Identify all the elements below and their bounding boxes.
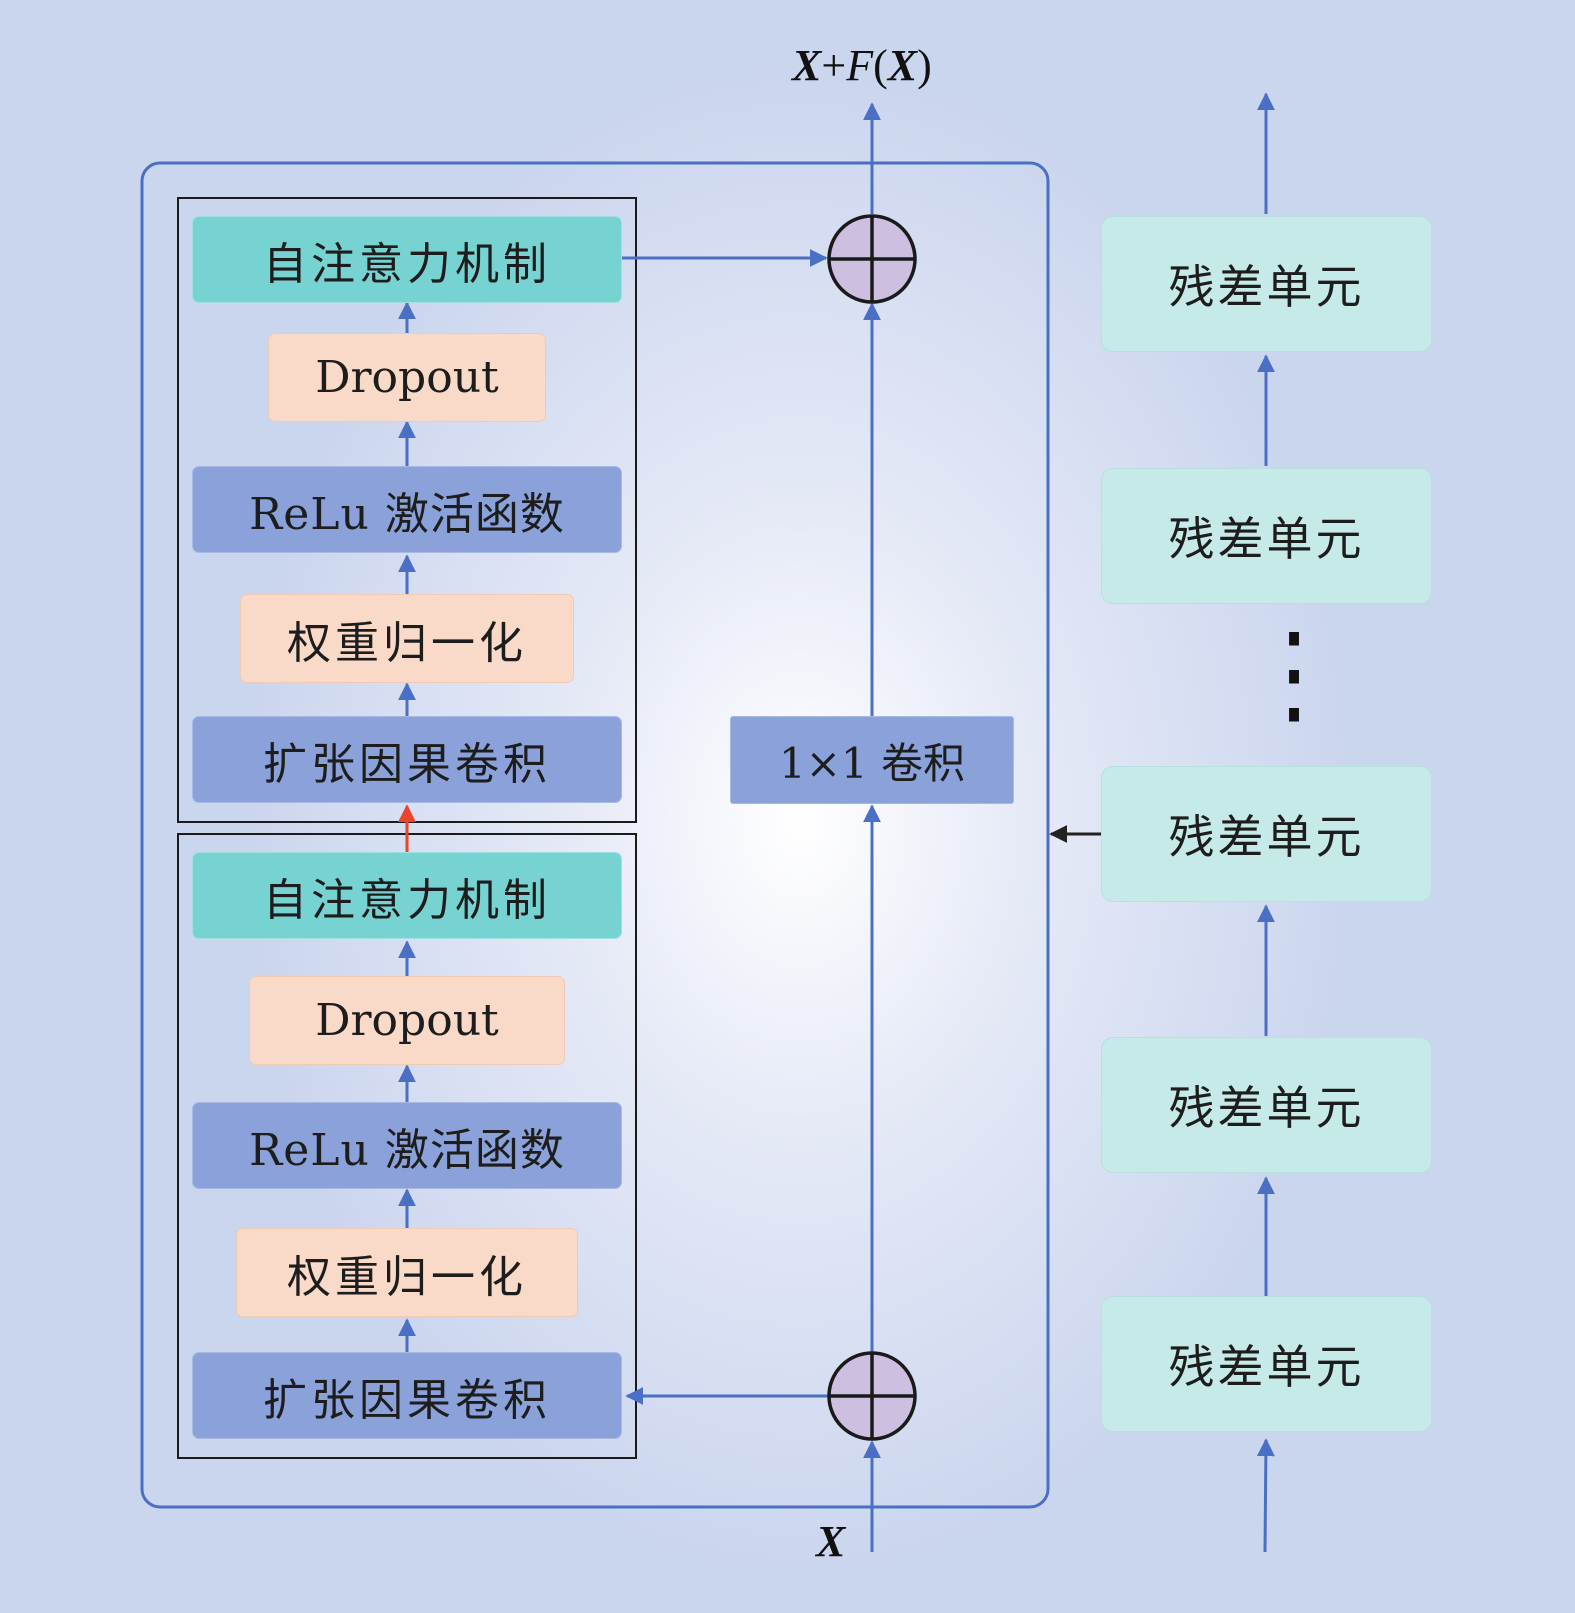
arrow-stack-input — [1256, 1438, 1275, 1553]
output-label: X+F(X) — [792, 40, 932, 91]
residual-unit-3: 残差单元 — [1101, 766, 1432, 902]
adder-bottom-icon — [827, 1351, 917, 1441]
self-attention-block-top: 自注意力机制 — [192, 216, 622, 303]
input-label: X — [816, 1516, 845, 1567]
dilated-causal-conv-block-bottom: 扩张因果卷积 — [192, 1352, 622, 1439]
dilated-causal-conv-block-top: 扩张因果卷积 — [192, 716, 622, 803]
adder-top-icon — [827, 214, 917, 304]
dropout-block-bottom: Dropout — [249, 976, 565, 1065]
dropout-block-top: Dropout — [268, 333, 546, 422]
self-attention-block-bottom: 自注意力机制 — [192, 852, 622, 939]
output-x: X — [792, 41, 822, 90]
relu-activation-block-top: ReLu 激活函数 — [192, 466, 622, 553]
stack-ellipsis: ⋮ — [1246, 608, 1342, 738]
output-f: F — [846, 41, 874, 90]
weight-norm-block-top: 权重归一化 — [240, 594, 574, 683]
residual-unit-frame — [140, 161, 1050, 1509]
residual-unit-5: 残差单元 — [1101, 216, 1432, 352]
residual-unit-2: 残差单元 — [1101, 1037, 1432, 1173]
output-rparen: ) — [917, 41, 932, 90]
output-lparen: ( — [873, 41, 888, 90]
residual-unit-4: 残差单元 — [1101, 468, 1432, 604]
input-x: X — [816, 1517, 846, 1566]
output-plus: + — [821, 41, 847, 90]
shortcut-1x1-conv-block: 1×1 卷积 — [730, 716, 1014, 804]
residual-unit-1: 残差单元 — [1101, 1296, 1432, 1432]
weight-norm-block-bottom: 权重归一化 — [236, 1228, 578, 1317]
output-x2: X — [887, 41, 918, 90]
relu-activation-block-bottom: ReLu 激活函数 — [192, 1102, 622, 1189]
